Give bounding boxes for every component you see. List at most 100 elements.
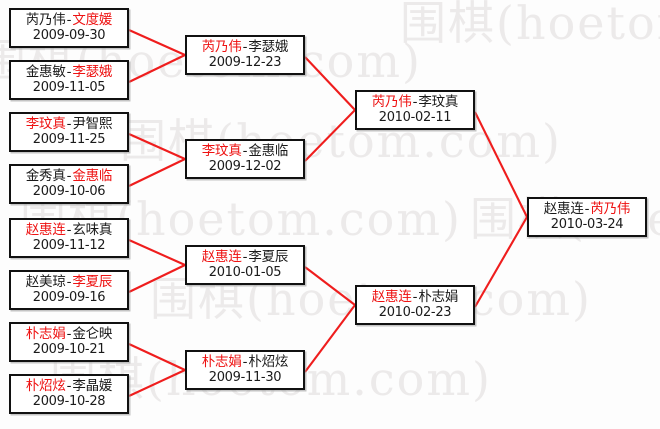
- match-date: 2010-02-23: [378, 305, 452, 320]
- vs-dash: -: [66, 116, 72, 132]
- match-players: 李玟真-尹智熙: [11, 117, 127, 132]
- player-name: 李夏辰: [72, 274, 113, 290]
- match-date: 2009-11-05: [32, 80, 106, 95]
- match-players: 赵惠连-玄味真: [11, 223, 127, 238]
- player-name: 芮乃伟: [590, 201, 631, 217]
- watermark-text: 围棋(hoetom.com): [400, 0, 660, 50]
- vs-dash: -: [412, 289, 418, 305]
- match-box-r2-m2[interactable]: 李玟真-金惠临 2009-12-02: [185, 139, 305, 179]
- connector-r1m4-r2m2: [128, 158, 186, 187]
- match-box-sf-m2[interactable]: 赵惠连-朴志娟 2010-02-23: [355, 285, 475, 325]
- connector-sf1-final: [474, 111, 528, 218]
- connector-r2m1-sf1: [304, 56, 356, 111]
- vs-dash: -: [584, 201, 590, 217]
- vs-dash: -: [242, 354, 248, 370]
- vs-dash: -: [66, 274, 72, 290]
- connector-r2m4-sf2: [304, 304, 356, 373]
- match-box-r2-m4[interactable]: 朴志娟-朴炤炫 2009-11-30: [185, 350, 305, 390]
- match-date: 2009-11-25: [32, 132, 106, 147]
- match-date: 2009-12-02: [208, 159, 282, 174]
- player-name: 李晶媛: [72, 378, 113, 394]
- connector-r1m8-r2m4: [128, 369, 186, 397]
- player-name: 芮乃伟: [25, 12, 66, 28]
- match-box-r2-m3[interactable]: 赵惠连-李夏辰 2010-01-05: [185, 245, 305, 285]
- match-box-final[interactable]: 赵惠连-芮乃伟 2010-03-24: [527, 197, 647, 237]
- player-name: 赵惠连: [543, 201, 584, 217]
- vs-dash: -: [66, 378, 72, 394]
- match-box-r1-m1[interactable]: 芮乃伟-文度媛 2009-09-30: [9, 8, 129, 48]
- match-box-r1-m6[interactable]: 赵美琼-李夏辰 2009-09-16: [9, 270, 129, 310]
- vs-dash: -: [66, 222, 72, 238]
- match-date: 2010-01-05: [208, 265, 282, 280]
- vs-dash: -: [66, 12, 72, 28]
- connector-sf2-final: [474, 216, 528, 308]
- match-players: 芮乃伟-李瑟娥: [187, 40, 303, 55]
- match-box-r1-m3[interactable]: 李玟真-尹智熙 2009-11-25: [9, 112, 129, 152]
- connector-r1m3-r2m2: [128, 133, 186, 160]
- player-name: 朴炤炫: [25, 378, 66, 394]
- player-name: 李瑟娥: [72, 64, 113, 80]
- connector-r1m2-r2m1: [128, 54, 186, 83]
- player-name: 玄味真: [72, 222, 113, 238]
- match-players: 赵美琼-李夏辰: [11, 275, 127, 290]
- player-name: 李瑟娥: [248, 39, 289, 55]
- connector-r1m7-r2m4: [128, 343, 186, 371]
- vs-dash: -: [66, 326, 72, 342]
- match-players: 朴志娟-金仑映: [11, 327, 127, 342]
- player-name: 尹智熙: [72, 116, 113, 132]
- match-box-r1-m5[interactable]: 赵惠连-玄味真 2009-11-12: [9, 218, 129, 258]
- match-date: 2009-10-28: [32, 394, 106, 409]
- player-name: 金惠敏: [25, 64, 66, 80]
- player-name: 李玟真: [25, 116, 66, 132]
- match-date: 2009-12-23: [208, 55, 282, 70]
- player-name: 李夏辰: [248, 249, 289, 265]
- match-box-r1-m7[interactable]: 朴志娟-金仑映 2009-10-21: [9, 322, 129, 362]
- vs-dash: -: [242, 143, 248, 159]
- match-box-sf-m1[interactable]: 芮乃伟-李玟真 2010-02-11: [355, 90, 475, 130]
- match-players: 赵惠连-李夏辰: [187, 250, 303, 265]
- match-players: 朴炤炫-李晶媛: [11, 379, 127, 394]
- match-date: 2010-03-24: [550, 217, 624, 232]
- player-name: 朴志娟: [418, 289, 459, 305]
- player-name: 朴志娟: [25, 326, 66, 342]
- vs-dash: -: [66, 64, 72, 80]
- match-players: 金秀真-金惠临: [11, 169, 127, 184]
- match-players: 芮乃伟-文度媛: [11, 13, 127, 28]
- match-players: 芮乃伟-李玟真: [357, 95, 473, 110]
- player-name: 金秀真: [25, 168, 66, 184]
- match-date: 2009-11-30: [208, 370, 282, 385]
- match-players: 金惠敏-李瑟娥: [11, 65, 127, 80]
- match-date: 2009-10-06: [32, 184, 106, 199]
- player-name: 李玟真: [201, 143, 242, 159]
- connector-r2m3-sf2: [304, 266, 356, 306]
- player-name: 芮乃伟: [371, 94, 412, 110]
- vs-dash: -: [412, 94, 418, 110]
- match-players: 赵惠连-朴志娟: [357, 290, 473, 305]
- match-box-r1-m8[interactable]: 朴炤炫-李晶媛 2009-10-28: [9, 374, 129, 414]
- player-name: 朴炤炫: [248, 354, 289, 370]
- player-name: 金仑映: [72, 326, 113, 342]
- match-date: 2009-09-30: [32, 28, 106, 43]
- match-box-r1-m2[interactable]: 金惠敏-李瑟娥 2009-11-05: [9, 60, 129, 100]
- match-date: 2009-10-21: [32, 342, 106, 357]
- player-name: 赵惠连: [371, 289, 412, 305]
- player-name: 赵惠连: [25, 222, 66, 238]
- connector-r1m6-r2m3: [128, 264, 186, 293]
- player-name: 金惠临: [72, 168, 113, 184]
- vs-dash: -: [242, 39, 248, 55]
- player-name: 芮乃伟: [201, 39, 242, 55]
- match-box-r2-m1[interactable]: 芮乃伟-李瑟娥 2009-12-23: [185, 35, 305, 75]
- connector-r1m5-r2m3: [128, 239, 186, 266]
- match-players: 李玟真-金惠临: [187, 144, 303, 159]
- player-name: 朴志娟: [201, 354, 242, 370]
- player-name: 文度媛: [72, 12, 113, 28]
- match-date: 2010-02-11: [378, 110, 452, 125]
- match-box-r1-m4[interactable]: 金秀真-金惠临 2009-10-06: [9, 164, 129, 204]
- player-name: 赵惠连: [201, 249, 242, 265]
- player-name: 金惠临: [248, 143, 289, 159]
- player-name: 李玟真: [418, 94, 459, 110]
- vs-dash: -: [66, 168, 72, 184]
- match-players: 赵惠连-芮乃伟: [529, 202, 645, 217]
- player-name: 赵美琼: [25, 274, 66, 290]
